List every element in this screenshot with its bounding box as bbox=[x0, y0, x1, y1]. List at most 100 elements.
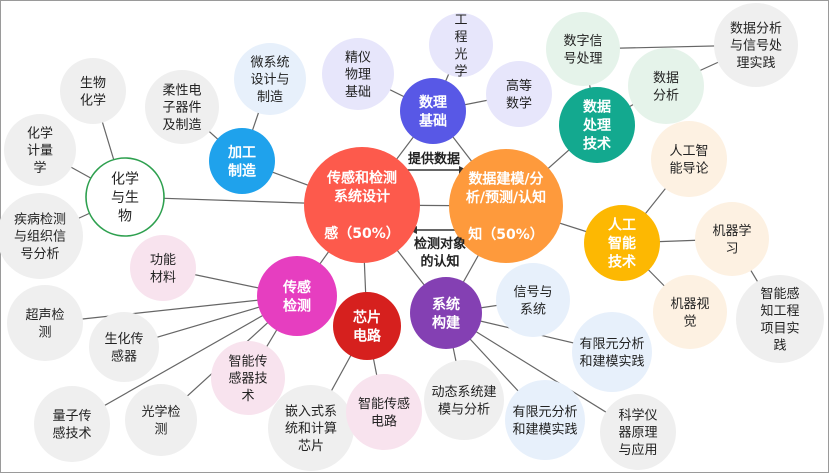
node-quantum-sensing-label-line-2: 感技术 bbox=[52, 425, 91, 441]
node-chip-circuit-circle bbox=[333, 292, 401, 360]
node-quantum-sensing-circle bbox=[34, 386, 110, 462]
node-processing-label-line-2: 制造 bbox=[228, 162, 256, 179]
node-microsystem-label-line-3: 制造 bbox=[257, 90, 283, 105]
node-disease-detection-circle bbox=[0, 193, 83, 279]
node-data-modeling[interactable]: 数据建模/分析/预测/认知知（50%） bbox=[449, 149, 563, 263]
node-chemometrics-circle bbox=[4, 114, 76, 186]
node-machine-vision-label-line-2: 觉 bbox=[683, 314, 696, 329]
node-embedded-system-label-line-2: 统和计算 bbox=[285, 422, 337, 437]
node-biochem-sensor-label-line-2: 感器 bbox=[111, 348, 137, 364]
node-sensing-design-label-line-1: 传感和检测 bbox=[326, 169, 397, 186]
connector-sensing-detection-quantum-sensing bbox=[71, 295, 298, 425]
node-engineering-optics-label-line-2: 程 bbox=[454, 30, 467, 45]
node-intelligent-sensing-project-label-line-1: 智能感 bbox=[760, 286, 799, 302]
node-data-signal-practice-circle bbox=[714, 3, 798, 87]
label-detection-cognition-line-1: 检测对象 bbox=[414, 236, 466, 252]
node-smart-sensor-circuit-label-line-1: 智能传感 bbox=[358, 396, 410, 412]
node-microsystem-circle bbox=[234, 43, 306, 115]
label-provide-data: 提供数据 bbox=[408, 151, 460, 167]
node-engineering-optics-circle bbox=[429, 13, 493, 77]
node-scientific-instrument-label-line-3: 与应用 bbox=[618, 442, 657, 458]
node-precision-physics-label-line-2: 物理 bbox=[345, 68, 371, 83]
node-dynamic-system-label-line-1: 动态系统建 bbox=[431, 385, 496, 400]
node-functional-materials-circle bbox=[130, 235, 196, 301]
node-processing-label-line-1: 加工 bbox=[227, 145, 256, 161]
node-ultrasound-label-line-1: 超声检 bbox=[25, 308, 64, 323]
node-ultrasound-label-line-2: 测 bbox=[38, 325, 51, 340]
node-optical-detection-label-line-2: 测 bbox=[154, 422, 167, 437]
node-advanced-math-label-line-1: 高等 bbox=[506, 78, 532, 94]
node-fem-modeling-2-circle bbox=[505, 380, 585, 460]
node-embedded-system-label-line-1: 嵌入式系 bbox=[285, 405, 337, 420]
node-intelligent-sensing-project-label-line-2: 知工程 bbox=[760, 303, 799, 319]
node-data-analysis-circle bbox=[628, 48, 704, 124]
node-sensing-detection-circle bbox=[257, 256, 337, 336]
node-ai-intro-label-line-2: 能导论 bbox=[669, 161, 708, 176]
node-flexible-electronics-label-line-1: 柔性电 bbox=[162, 84, 201, 99]
node-smart-sensor-circuit-label-line-2: 电路 bbox=[371, 413, 397, 429]
node-machine-learning-label-line-2: 习 bbox=[725, 241, 738, 256]
node-machine-learning-label-line-1: 机器学 bbox=[712, 223, 751, 239]
node-chem-bio-label-line-1: 化学 bbox=[111, 172, 139, 188]
node-ai-intro-label-line-1: 人工智 bbox=[669, 144, 708, 159]
node-digital-signal-circle bbox=[546, 12, 620, 86]
node-engineering-optics-label-line-1: 工 bbox=[454, 13, 467, 28]
node-chip-circuit-label-line-1: 芯片 bbox=[353, 309, 381, 326]
node-digital-signal-label-line-1: 数字信 bbox=[563, 34, 602, 49]
node-system-build-circle bbox=[410, 277, 482, 349]
node-dynamic-system-label-line-2: 模与分析 bbox=[438, 402, 490, 417]
node-flexible-electronics-circle bbox=[145, 70, 219, 144]
node-fem-modeling-2-label-line-1: 有限元分析 bbox=[512, 405, 577, 420]
node-system-build-label-line-2: 构建 bbox=[432, 314, 460, 331]
node-machine-learning-circle bbox=[695, 202, 769, 276]
node-scientific-instrument-label-line-2: 器原理 bbox=[618, 426, 657, 441]
node-signal-system-label-line-1: 信号与 bbox=[513, 285, 552, 300]
node-fem-modeling-1-circle bbox=[572, 312, 652, 392]
node-data-analysis[interactable]: 数据分析 bbox=[628, 48, 704, 124]
node-microsystem-label-line-2: 设计与 bbox=[250, 73, 289, 88]
node-digital-signal-label-line-2: 号处理 bbox=[563, 51, 602, 66]
node-chem-bio-label-line-2: 与生 bbox=[111, 190, 139, 206]
node-data-modeling-label-line-2: 析/预测/认知 bbox=[466, 189, 546, 206]
node-chemometrics-label-line-3: 学 bbox=[33, 160, 46, 176]
node-data-modeling-label-line-4: 知（50%） bbox=[468, 226, 544, 243]
node-optical-detection-circle bbox=[125, 384, 197, 456]
node-dynamic-system-circle bbox=[424, 360, 504, 440]
